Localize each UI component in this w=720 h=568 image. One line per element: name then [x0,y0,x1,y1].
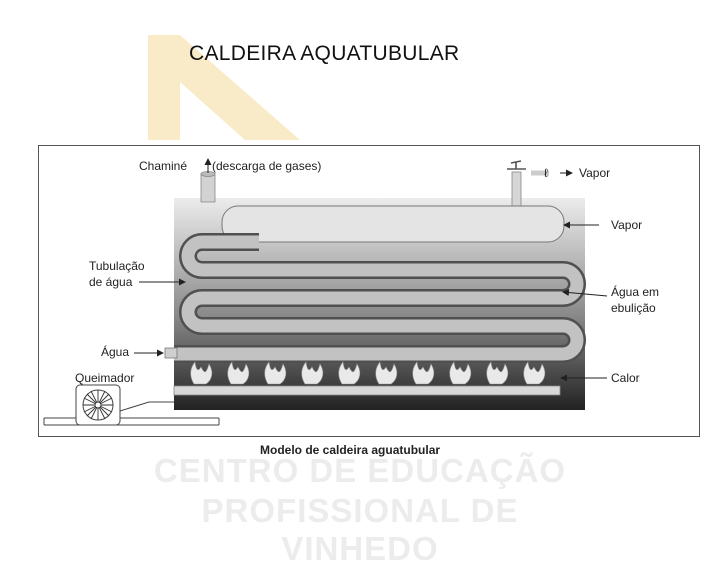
label-steam: Vapor [611,218,642,232]
water-inlet [164,347,178,359]
label-pipes-1: Tubulação [89,259,145,273]
water-tubes [174,233,586,363]
label-boiling-2: ebulição [611,301,656,315]
svg-text:ℓ: ℓ [544,166,548,180]
fan-icon [82,389,114,421]
watermark-line-2: PROFISSIONAL DE VINHEDO [201,492,519,567]
flame-icons [190,361,546,385]
steam-outlet-pipe [511,171,522,207]
label-pipes-2: de água [89,275,133,289]
steam-drum [221,205,565,243]
label-boiling-1: Água em [611,284,659,299]
label-burner: Queimador [75,371,134,385]
chimney [200,173,216,203]
label-steam-out: Vapor [579,166,610,180]
watermark-line-1: CENTRO DE EDUCAÇÃO [153,452,567,489]
label-water: Água [101,344,129,359]
logo-mark [148,35,300,140]
label-chimney: Chaminé [139,159,187,173]
burner-pipe [173,385,561,396]
boiler-diagram: ℓ [43,158,659,426]
label-gas-discharge: (descarga de gases) [212,159,321,173]
diagram-caption: Modelo de caldeira aguatubular [260,443,441,457]
label-heat: Calor [611,371,640,385]
diagram-frame: ℓ [38,145,700,437]
slide-title: CALDEIRA AQUATUBULAR [189,42,460,65]
valve-icon [507,160,526,170]
